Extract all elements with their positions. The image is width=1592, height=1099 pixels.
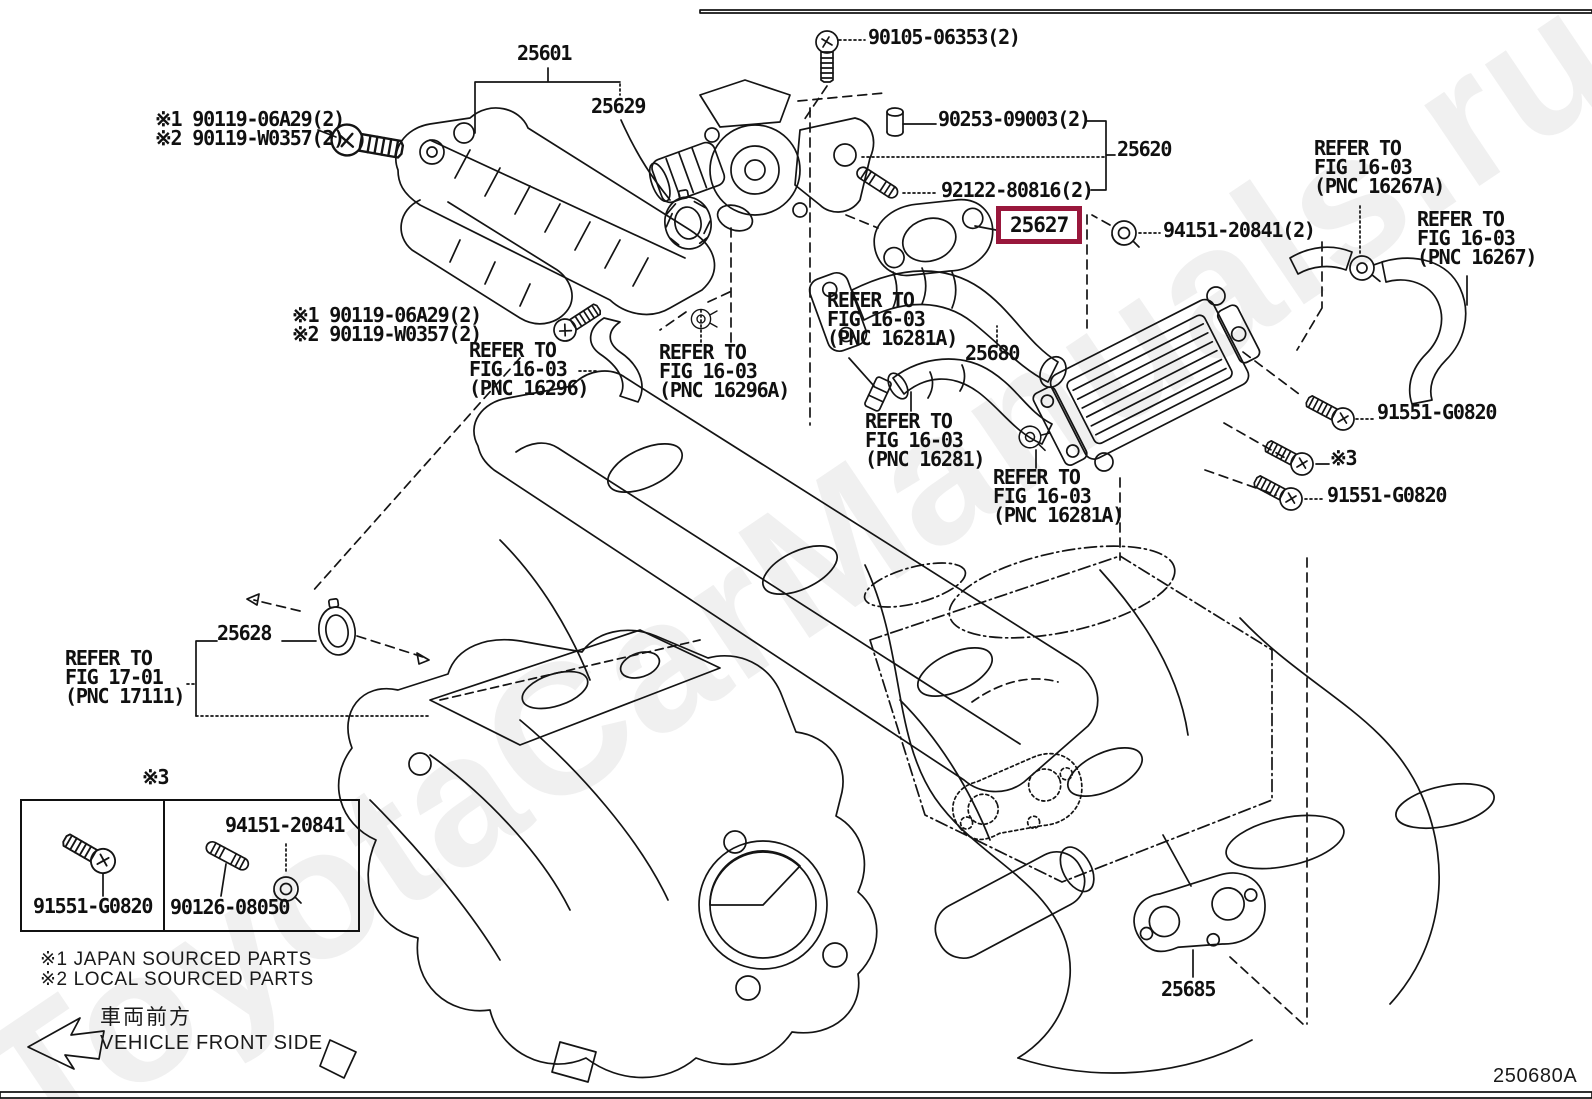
refer-note-16281A-bottom: REFER TO FIG 16-03 (PNC 16281A) bbox=[993, 465, 1124, 527]
cylinder-head-phantom bbox=[863, 545, 1273, 883]
sourced-parts-note-1: ※1 JAPAN SOURCED PARTS bbox=[40, 949, 312, 970]
pipe-25680-drawing bbox=[808, 267, 1067, 389]
bolt-note-mid[interactable]: ※1 90119-06A29(2) ※2 90119-W0357(2) bbox=[292, 303, 482, 346]
refer-note-17-01: REFER TO FIG 17-01 (PNC 17111) bbox=[65, 646, 185, 708]
sourced-parts-note-2: ※2 LOCAL SOURCED PARTS bbox=[40, 969, 314, 990]
fasteners-drawing bbox=[57, 30, 1359, 904]
gasket-25685-drawing bbox=[1126, 865, 1273, 964]
legend-box-divider bbox=[163, 801, 165, 930]
intake-manifold-drawing bbox=[319, 629, 878, 1083]
part-label-25685[interactable]: 25685 bbox=[1161, 977, 1216, 1001]
vehicle-front-label-en: VEHICLE FRONT SIDE bbox=[100, 1032, 323, 1054]
egr-valve-drawing bbox=[648, 79, 875, 232]
part-label-25628[interactable]: 25628 bbox=[217, 621, 272, 645]
legend-label-90126-08050[interactable]: 90126-08050 bbox=[170, 895, 290, 919]
highlight-box-25627[interactable]: 25627 bbox=[996, 206, 1083, 244]
legend-box bbox=[20, 799, 360, 932]
scan-border-marks bbox=[0, 9, 1592, 1099]
gasket-25629-drawing bbox=[664, 189, 712, 250]
vehicle-front-label-jp: 車両前方 bbox=[100, 1006, 192, 1029]
gasket-25627-drawing bbox=[873, 198, 994, 277]
part-label-91551-upper[interactable]: 91551-G0820 bbox=[1377, 400, 1497, 424]
egr-cooler-drawing bbox=[1032, 286, 1261, 472]
refer-note-16296A: REFER TO FIG 16-03 (PNC 16296A) bbox=[659, 340, 790, 402]
legend-box-title: ※3 bbox=[142, 765, 170, 789]
refer-note-16281: REFER TO FIG 16-03 (PNC 16281) bbox=[865, 409, 985, 471]
part-label-25629[interactable]: 25629 bbox=[591, 94, 646, 118]
part-label-91551-lower[interactable]: 91551-G0820 bbox=[1327, 483, 1447, 507]
leader-lines-solid bbox=[102, 67, 1468, 978]
refer-note-16296: REFER TO FIG 16-03 (PNC 16296) bbox=[469, 338, 589, 400]
part-label-25620[interactable]: 25620 bbox=[1117, 137, 1172, 161]
leader-lines-dashed bbox=[253, 85, 1323, 1025]
bolt-note-top[interactable]: ※1 90119-06A29(2) ※2 90119-W0357(2) bbox=[155, 107, 345, 150]
hoses-drawing bbox=[589, 246, 1467, 453]
gasket-25628-drawing bbox=[318, 598, 356, 656]
egr-pipe-25601-drawing bbox=[395, 107, 716, 325]
valve-cover-drawing bbox=[473, 370, 1495, 959]
diagram-code: 250680A bbox=[1493, 1065, 1578, 1087]
part-label-92122-80816[interactable]: 92122-80816(2) bbox=[941, 178, 1094, 202]
ref3-marker-mid: ※3 bbox=[1330, 446, 1358, 470]
legend-label-94151-20841[interactable]: 94151-20841 bbox=[225, 813, 345, 837]
chain-cover-outline bbox=[864, 564, 1440, 1074]
legend-label-91551-G0820[interactable]: 91551-G0820 bbox=[33, 894, 153, 918]
part-label-25601[interactable]: 25601 bbox=[517, 41, 572, 65]
vehicle-front-arrow bbox=[27, 1017, 105, 1070]
refer-note-16267: REFER TO FIG 16-03 (PNC 16267) bbox=[1417, 207, 1537, 269]
part-label-94151-20841[interactable]: 94151-20841(2) bbox=[1163, 218, 1316, 242]
part-label-90105-06353[interactable]: 90105-06353(2) bbox=[868, 25, 1021, 49]
part-label-25680[interactable]: 25680 bbox=[965, 341, 1020, 365]
arrowheads bbox=[27, 593, 430, 1070]
refer-note-16267A: REFER TO FIG 16-03 (PNC 16267A) bbox=[1314, 136, 1445, 198]
part-label-90253-09003[interactable]: 90253-09003(2) bbox=[938, 107, 1091, 131]
gasket-phantom-drawing bbox=[943, 744, 1093, 854]
leader-lines-dotted bbox=[186, 39, 1375, 875]
refer-note-16281A-top: REFER TO FIG 16-03 (PNC 16281A) bbox=[827, 288, 958, 350]
